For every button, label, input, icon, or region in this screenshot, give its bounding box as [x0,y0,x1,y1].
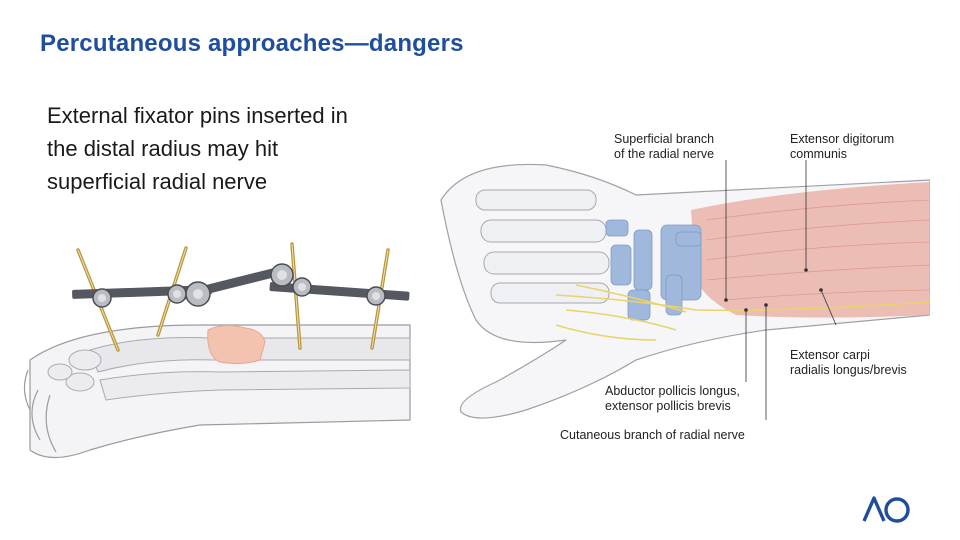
body-line-3: superficial radial nerve [47,169,268,194]
ao-logo-icon [862,496,910,523]
hand-anatomy-illustration [440,160,930,420]
label-superficial-branch: Superficial branch of the radial nerve [614,132,715,161]
slide-title: Percutaneous approaches—dangers [40,30,464,57]
external-fixator-illustration [23,242,411,459]
body-line-1: External fixator pins inserted in [47,103,348,128]
label-extensor-carpi: Extensor carpi radialis longus/brevis [790,348,907,377]
body-text: External fixator pins inserted in the di… [47,99,447,198]
label-extensor-digitorum: Extensor digitorum communis [790,132,895,161]
label-abductor-pollicis: Abductor pollicis longus, extensor polli… [605,384,740,413]
label-cutaneous-branch: Cutaneous branch of radial nerve [560,428,745,442]
body-line-2: the distal radius may hit [47,136,279,161]
